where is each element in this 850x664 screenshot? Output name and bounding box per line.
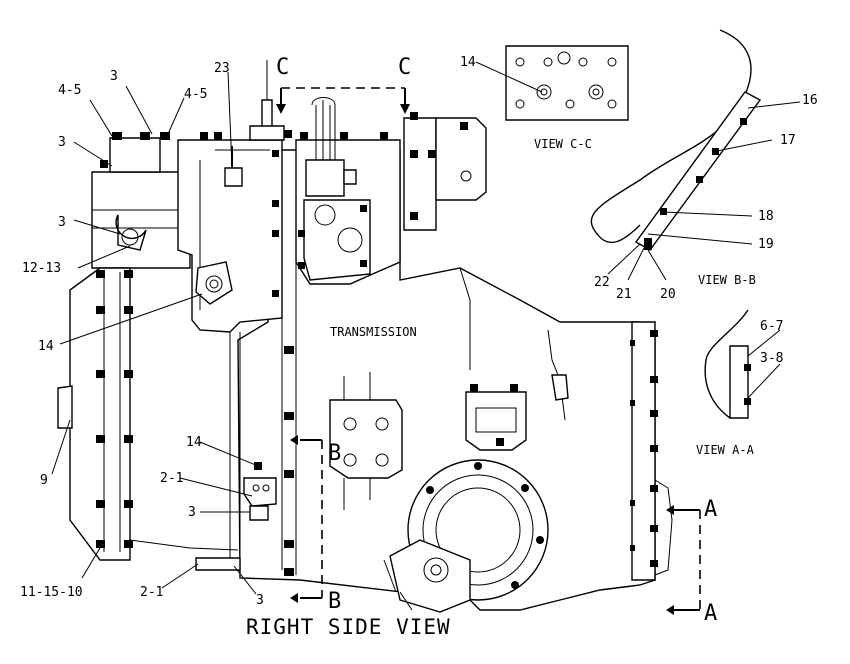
view-cc-label: VIEW C-C <box>534 137 592 151</box>
view-cc-detail <box>505 45 629 121</box>
callout-16: 16 <box>802 93 818 108</box>
output-flange <box>383 459 549 613</box>
section-b-bottom: B <box>328 589 341 614</box>
callout-19: 19 <box>758 237 774 252</box>
callout-9: 9 <box>40 473 48 488</box>
section-a-bottom: A <box>704 601 717 626</box>
callout-14-lower: 14 <box>186 435 202 450</box>
middle-components <box>195 346 527 576</box>
callout-22: 22 <box>594 275 610 290</box>
callout-4-5-right: 4-5 <box>184 87 207 102</box>
callout-6-7: 6-7 <box>760 319 783 334</box>
callout-3-left-upper: 3 <box>58 135 66 150</box>
transmission-label: TRANSMISSION <box>330 325 417 339</box>
callout-18: 18 <box>758 209 774 224</box>
callout-3-bottom: 3 <box>256 593 264 608</box>
control-valve <box>295 97 401 285</box>
callout-labels: 4-5 3 4-5 23 3 3 12-13 14 9 11-15-10 14 … <box>20 55 818 608</box>
callout-23: 23 <box>214 61 230 76</box>
callout-4-5-left: 4-5 <box>58 83 81 98</box>
callout-2-1-lower: 2-1 <box>140 585 163 600</box>
callout-11-15-10: 11-15-10 <box>20 585 83 600</box>
callout-14-cc: 14 <box>460 55 476 70</box>
leader-lines <box>51 61 801 595</box>
callout-21: 21 <box>616 287 632 302</box>
section-lines <box>276 87 701 615</box>
view-labels: VIEW C-C VIEW B-B VIEW A-A TRANSMISSION … <box>246 137 756 639</box>
callout-2-1-upper: 2-1 <box>160 471 183 486</box>
left-cover-assembly <box>57 132 239 561</box>
callout-20: 20 <box>660 287 676 302</box>
view-bb-detail <box>590 29 762 251</box>
section-a-top: A <box>704 497 717 522</box>
valve-body <box>177 60 292 560</box>
callout-3-8: 3-8 <box>760 351 783 366</box>
callout-3-top: 3 <box>110 69 118 84</box>
callout-14-left: 14 <box>38 339 54 354</box>
section-c-right: C <box>398 55 411 80</box>
callout-17: 17 <box>780 133 796 148</box>
section-b-top: B <box>328 441 341 466</box>
callout-3-left-mid: 3 <box>58 215 66 230</box>
transmission-housing <box>237 149 673 611</box>
top-right-cover <box>403 112 487 231</box>
callout-12-13: 12-13 <box>22 261 61 276</box>
callout-3-lower: 3 <box>188 505 196 520</box>
section-c-left: C <box>276 55 289 80</box>
view-aa-detail <box>704 309 751 419</box>
view-bb-label: VIEW B-B <box>698 273 756 287</box>
view-aa-label: VIEW A-A <box>696 443 755 457</box>
diagram-title: RIGHT SIDE VIEW <box>246 615 451 639</box>
section-labels: C C B B A A <box>276 55 717 626</box>
